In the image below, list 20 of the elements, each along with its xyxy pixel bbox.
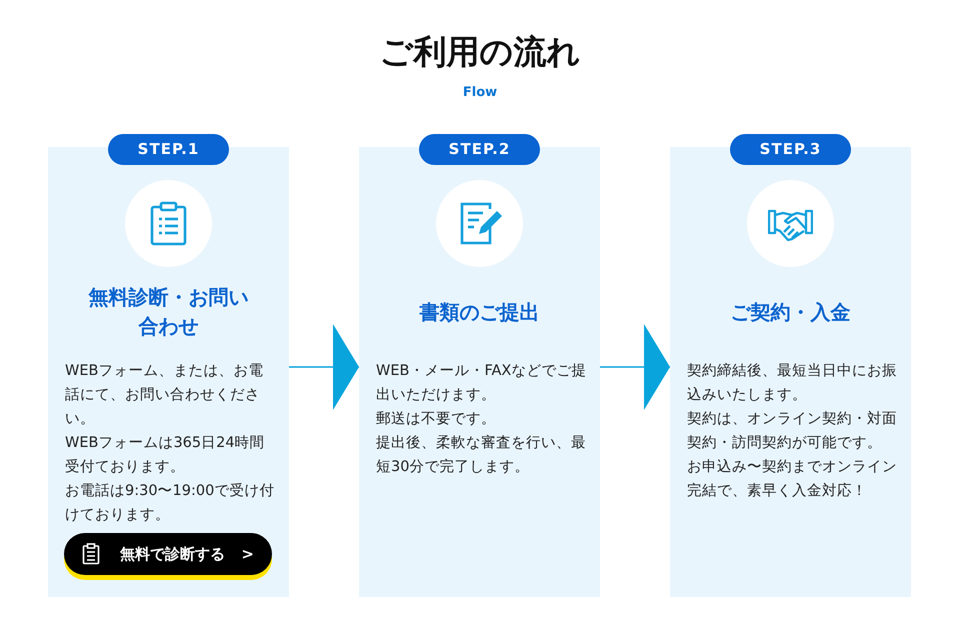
step-description: WEBフォームは365日24時間受付ております。 <box>65 434 266 477</box>
cta-button: 無料で診断する > <box>64 533 272 575</box>
subtitle: Flow <box>462 85 498 100</box>
title: ご利用の流れ <box>378 31 582 73</box>
step-description: 郵送は不要です。 <box>376 410 497 429</box>
step-description: 提出後、柔軟な審査を行い、最短30分で完了します。 <box>376 434 587 477</box>
step-badge: STEP.2 <box>419 134 540 165</box>
step-description: 契約は、オンライン契約・対面契約・訪問契約が可能です。 <box>687 410 898 453</box>
step-description: お申込み〜契約までオンライン完結で、素早く入金対応！ <box>687 458 898 501</box>
step-description: 契約締結後、最短当日中にお振込みいたします。 <box>687 362 898 405</box>
step-heading: 書類のご提出 <box>418 298 540 326</box>
step-heading: 無料診断・お問い合わせ <box>88 284 248 340</box>
step-description: WEBフォーム、または、お電話にて、お問い合わせください。 <box>65 362 264 429</box>
step-badge: STEP.3 <box>730 134 851 165</box>
arrow <box>600 324 670 410</box>
step-description: お電話は9:30〜19:00で受け付けております。 <box>65 482 276 525</box>
step-description: WEB・メール・FAXなどでご提出いただけます。 <box>376 362 588 405</box>
arrow <box>289 324 359 410</box>
step-heading: ご契約・入金 <box>730 298 852 326</box>
step-badge: STEP.1 <box>108 134 229 165</box>
